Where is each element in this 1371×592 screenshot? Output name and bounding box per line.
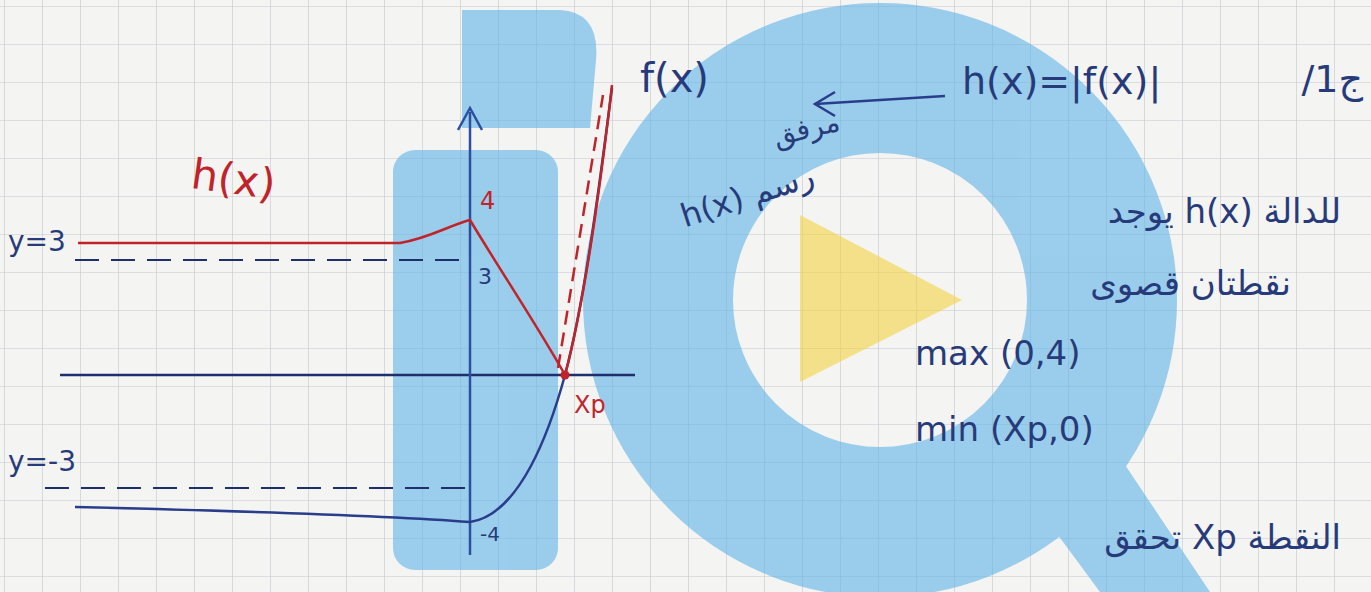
note-label: Xp xyxy=(574,392,606,420)
root-point xyxy=(561,371,570,380)
note-label: h(x)=|f(x)| xyxy=(962,60,1161,104)
f-curve xyxy=(75,88,612,522)
watermark-bar xyxy=(393,150,558,570)
watermark-dot xyxy=(462,10,596,128)
note-label: y=-3 xyxy=(8,446,76,478)
note-label: h(x) xyxy=(188,150,278,210)
watermark-logo xyxy=(393,10,1210,592)
asymptote-line xyxy=(45,487,470,489)
note-label: min (Xp,0) xyxy=(915,410,1094,449)
pointer-arrow xyxy=(815,96,945,104)
h-curve xyxy=(78,85,612,375)
note-label: y=3 xyxy=(8,226,66,258)
note-label: 4 xyxy=(480,188,495,216)
x-axis xyxy=(60,374,635,377)
note-label: max (0,4) xyxy=(915,334,1080,373)
axis-arrowhead xyxy=(458,108,482,130)
note-label: رسم h(x) xyxy=(676,157,819,235)
note-label: 3 xyxy=(478,264,492,289)
y-axis xyxy=(469,112,472,555)
note-label: مرفق xyxy=(770,106,843,153)
note-label: النقطة Xp تحقق xyxy=(1104,518,1341,557)
note-label: f(x) xyxy=(640,55,709,101)
note-label: نقطتان قصوى xyxy=(1090,264,1291,303)
note-label: ج1/ xyxy=(1301,58,1363,102)
note-label: -4 xyxy=(480,523,500,546)
note-label: للدالة h(x) يوجد xyxy=(1108,192,1341,231)
asymptote-line xyxy=(75,259,470,261)
h-dashed-branch xyxy=(558,95,603,368)
